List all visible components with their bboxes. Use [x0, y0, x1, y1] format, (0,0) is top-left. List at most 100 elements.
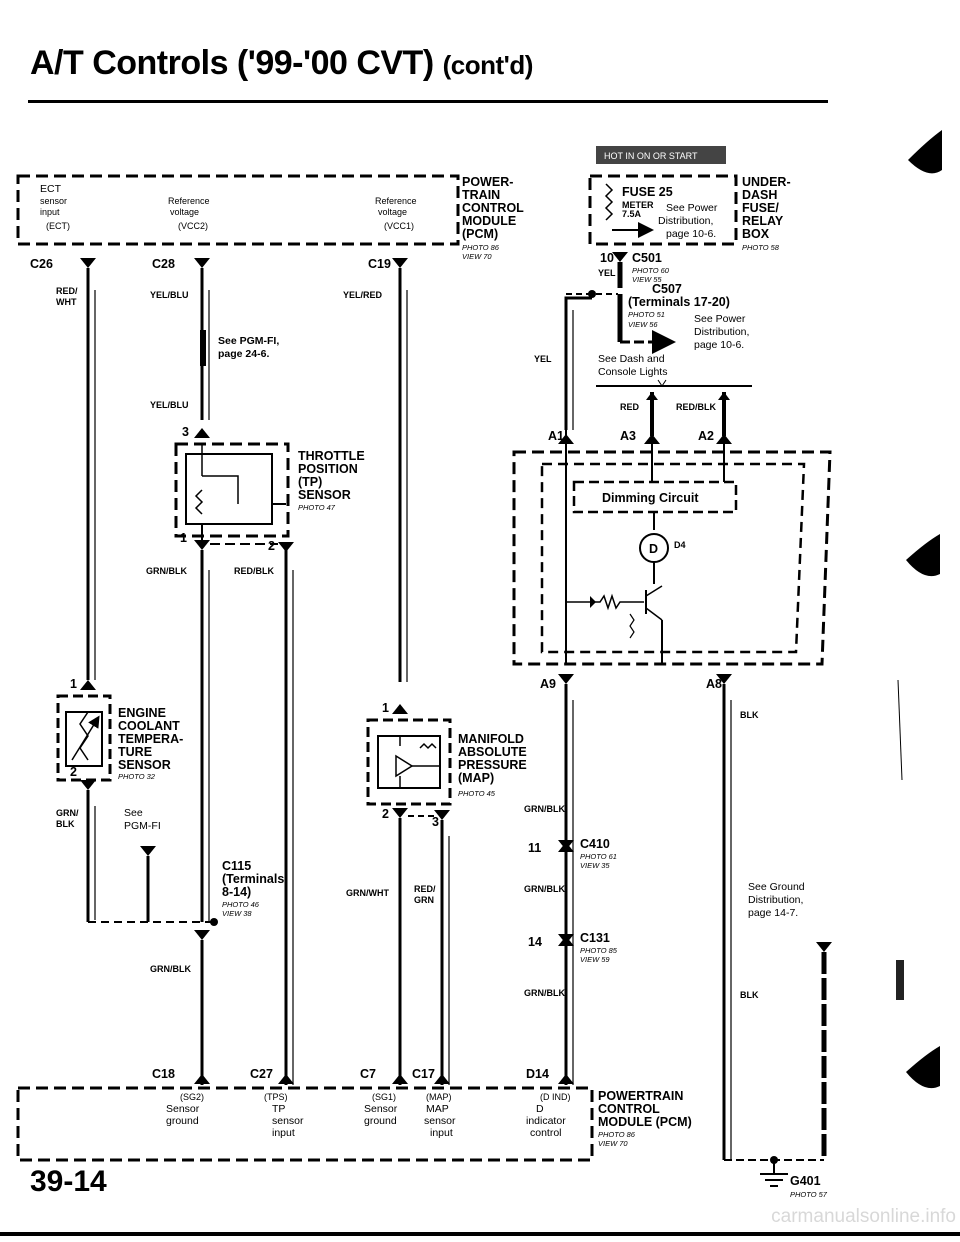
- dash-lights-l2: Console Lights: [598, 366, 667, 378]
- c19-connector-icon: [392, 258, 408, 268]
- wire-yel-blu-2: YEL/BLU: [150, 400, 189, 410]
- c28-connector-icon: [194, 258, 210, 268]
- wire-red-blk: RED/BLK: [234, 566, 274, 576]
- pcm-bot-photo: PHOTO 86: [598, 1130, 636, 1139]
- pcm-bot-pin5-l2: D: [536, 1103, 544, 1115]
- fuse-see-l1: See Power: [666, 202, 718, 214]
- tp-pin1: 1: [180, 531, 187, 545]
- c131-photo: PHOTO 85: [580, 946, 618, 955]
- pcm-top-pin1-l4: (ECT): [46, 221, 70, 231]
- pcm-bot-pin4-l2: MAP: [426, 1103, 449, 1115]
- page-number: 39-14: [30, 1165, 107, 1198]
- page-tab-icon: [908, 130, 942, 174]
- pcm-top-label-l3: CONTROL: [462, 201, 524, 215]
- wire-blk-2: BLK: [740, 990, 759, 1000]
- ground-see-l3: page 14-7.: [748, 907, 798, 919]
- ground-id: G401: [790, 1174, 821, 1188]
- pcm-bot-label-l2: CONTROL: [598, 1102, 660, 1116]
- c7-label: C7: [360, 1067, 376, 1081]
- d4-label: D4: [674, 540, 686, 550]
- see-pgm-fi-l1: See: [124, 807, 143, 819]
- tp-pin2: 2: [268, 539, 275, 553]
- map-pin2: 2: [382, 807, 389, 821]
- c26-label: C26: [30, 257, 53, 271]
- pcm-bot-pin1-l3: ground: [166, 1115, 199, 1127]
- c131-id: C131: [580, 931, 610, 945]
- wire-red-wht-l1: RED/: [56, 286, 78, 296]
- wire-yel-1: YEL: [598, 268, 616, 278]
- c115-id: C115: [222, 859, 251, 873]
- wire-yel-red: YEL/RED: [343, 290, 383, 300]
- c410-id: C410: [580, 837, 610, 851]
- ect-pin2: 2: [70, 765, 77, 779]
- ect-label-l2: COOLANT: [118, 719, 180, 733]
- page-title: A/T Controls ('99-'00 CVT) (cont'd): [30, 44, 533, 83]
- ect-label-l4: TURE: [118, 745, 152, 759]
- c18-label: C18: [152, 1067, 175, 1081]
- pcm-bot-pin2-l1: (TPS): [264, 1092, 288, 1102]
- wire-red: RED: [620, 402, 640, 412]
- pcm-top-label-l1: POWER-: [462, 175, 513, 189]
- pcm-top-pin1-l1: ECT: [40, 183, 62, 195]
- ect-photo: PHOTO 32: [118, 772, 156, 781]
- page-title-text: A/T Controls ('99-'00 CVT): [30, 44, 434, 82]
- pcm-bot-pin2-l4: input: [272, 1127, 295, 1139]
- pcm-bot-pin3-l1: (SG1): [372, 1092, 396, 1102]
- wire-grn-blk-r1: GRN/BLK: [524, 804, 565, 814]
- tp-label-l4: SENSOR: [298, 488, 351, 502]
- c27-label: C27: [250, 1067, 273, 1081]
- fuse-box: FUSE 25 METER 7.5A See Power Distributio…: [588, 174, 791, 252]
- c115-term-l1: (Terminals: [222, 872, 284, 886]
- tp-label-l3: (TP): [298, 475, 322, 489]
- ect-label-l3: TEMPERA-: [118, 732, 183, 746]
- map-sensor: 1 MANIFOLD ABSOLUTE PRESSURE (MAP) PHOTO…: [366, 701, 527, 829]
- d4-indicator-letter: D: [649, 542, 658, 556]
- c507-view: VIEW 56: [628, 320, 658, 329]
- map-label-l2: ABSOLUTE: [458, 745, 527, 759]
- c131-connector: 14 C131 PHOTO 85 VIEW 59: [528, 931, 618, 964]
- c115-view: VIEW 38: [222, 909, 252, 918]
- fuse-label-l4: RELAY: [742, 214, 784, 228]
- pcm-top-pin3-l1: Reference: [375, 196, 417, 206]
- map-pin3: 3: [432, 815, 439, 829]
- pcm-bot-pin4-l1: (MAP): [426, 1092, 452, 1102]
- power-dist-l3: page 10-6.: [694, 339, 744, 351]
- power-dist-l2: Distribution,: [694, 326, 749, 338]
- wire-grn-wht: GRN/WHT: [346, 888, 389, 898]
- c115-photo: PHOTO 46: [222, 900, 260, 909]
- fuse-amps-l1: METER: [622, 200, 654, 210]
- wire-grn-blk-2-l2: BLK: [56, 819, 75, 829]
- pcm-bot-label-l1: POWERTRAIN: [598, 1089, 683, 1103]
- c501-view: VIEW 55: [632, 275, 662, 284]
- pcm-top-label-l2: TRAIN: [462, 188, 500, 202]
- c115-connector: C115 (Terminals 8-14) PHOTO 46 VIEW 38 G…: [88, 859, 284, 1085]
- c28-label: C28: [152, 257, 175, 271]
- page-tab-icon: [906, 1046, 940, 1089]
- wire-red-blk-2: RED/BLK: [676, 402, 716, 412]
- wire-red-grn-l2: GRN: [414, 895, 434, 905]
- pcm-top-pin1-l2: sensor: [40, 196, 67, 206]
- c410-photo: PHOTO 61: [580, 852, 617, 861]
- c19-label: C19: [368, 257, 391, 271]
- c410-connector: 11 C410 PHOTO 61 VIEW 35: [528, 837, 617, 870]
- power-dist-l1: See Power: [694, 313, 746, 325]
- wire-grn-blk-r2: GRN/BLK: [524, 884, 565, 894]
- page-title-suffix: (cont'd): [442, 50, 534, 80]
- gauge-a9: A9: [540, 677, 556, 691]
- see-pgm-l2: page 24-6.: [218, 348, 269, 360]
- fuse-see-l3: page 10-6.: [666, 228, 716, 240]
- map-photo: PHOTO 45: [458, 789, 496, 798]
- ect-label-l5: SENSOR: [118, 758, 171, 772]
- c410-view: VIEW 35: [580, 861, 610, 870]
- c131-pin: 14: [528, 935, 542, 949]
- dash-lights-l1: See Dash and: [598, 353, 665, 365]
- wire-grn-blk-3: GRN/BLK: [150, 964, 191, 974]
- dimming-circuit-label: Dimming Circuit: [602, 491, 699, 505]
- pcm-bot-pin5-l3: indicator: [526, 1115, 566, 1127]
- wire-red-grn-l1: RED/: [414, 884, 436, 894]
- map-label-l4: (MAP): [458, 771, 494, 785]
- fuse-label-l3: FUSE/: [742, 201, 779, 215]
- transistor-icon: [645, 585, 663, 621]
- bottom-rule: [0, 1232, 960, 1236]
